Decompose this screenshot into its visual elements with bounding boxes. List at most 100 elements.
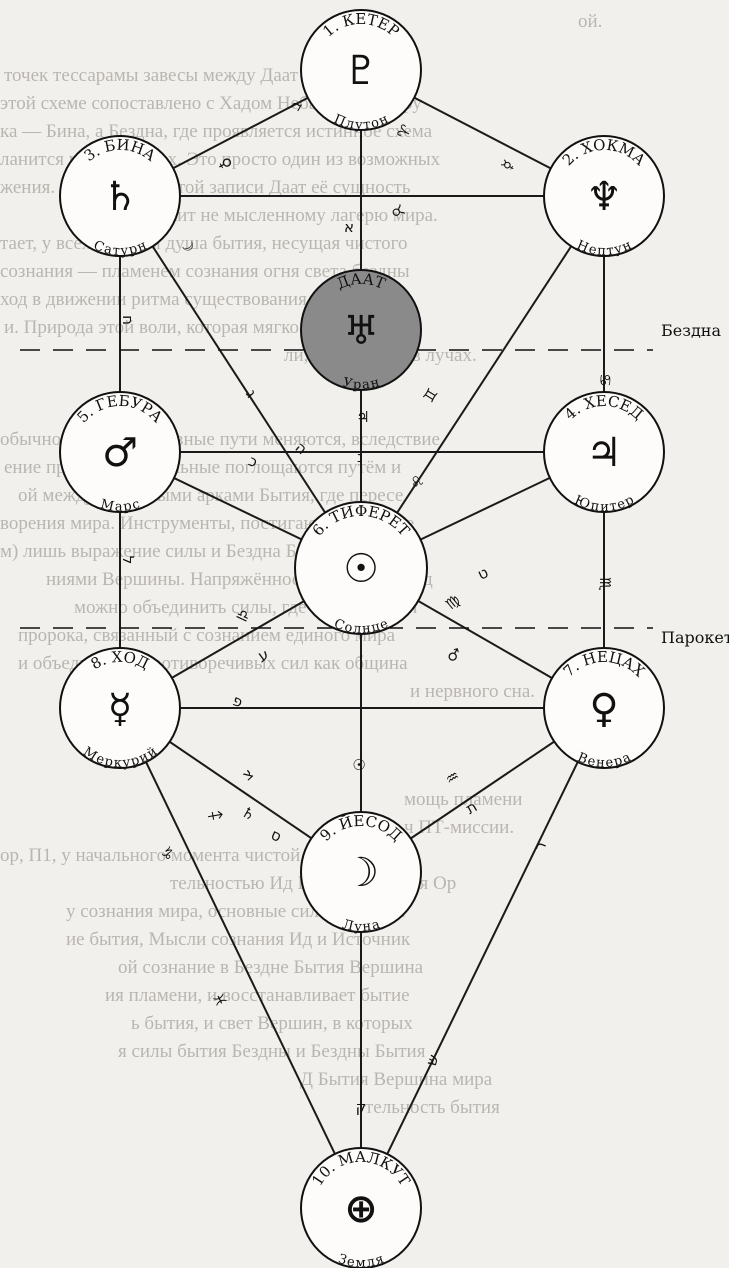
path-glyph: ♓ bbox=[208, 990, 230, 1010]
sephira-circle bbox=[294, 501, 428, 635]
background-text-line: ой сознание в Бездне Бытия Вершина bbox=[118, 957, 424, 978]
background-text-line: и нервного сна. bbox=[410, 681, 536, 702]
sephira-geburah: 5. ГЕБУРА♂Марс bbox=[59, 391, 181, 515]
path-glyph: ס bbox=[268, 825, 284, 845]
path-line bbox=[119, 707, 362, 1209]
sephira-circle bbox=[59, 647, 181, 769]
path-glyph: ♌ bbox=[406, 471, 428, 493]
background-text-line: Д Бытия Вершина мира bbox=[300, 1069, 493, 1090]
path-glyph: ע bbox=[256, 645, 271, 665]
path-glyph: ♉ bbox=[386, 201, 408, 221]
path-glyph: נ bbox=[357, 448, 363, 466]
planet-name-text: Солнце bbox=[332, 616, 391, 637]
sephira-keter: 1. КЕТЕР♇Плутон bbox=[300, 9, 422, 133]
planet-name: Нептун bbox=[574, 238, 634, 259]
sephira-yesod: 9. ЙЕСОД☽Луна bbox=[300, 811, 422, 935]
path-line bbox=[360, 707, 605, 1209]
planet-name-text: Нептун bbox=[574, 238, 634, 259]
path-glyph: ט bbox=[475, 563, 491, 583]
path-glyph: ♑ bbox=[156, 843, 178, 864]
sephira-circle bbox=[300, 9, 422, 131]
planet-symbol-icon: ♅ bbox=[343, 308, 379, 354]
sephira-binah: 3. БИНА♄Сатурн bbox=[59, 135, 181, 259]
planet-symbol-icon: ♀ bbox=[589, 686, 618, 732]
sephira-circle bbox=[543, 135, 665, 257]
path-glyph: כ bbox=[246, 452, 261, 472]
sephira-circle bbox=[59, 391, 181, 513]
path-glyph: ♊ bbox=[420, 385, 442, 406]
background-text-line: мощь пламени bbox=[404, 789, 523, 810]
planet-name-text: Земля bbox=[336, 1252, 386, 1268]
path-glyph: ה bbox=[292, 438, 311, 458]
planet-symbol-icon: ♄ bbox=[102, 174, 138, 220]
path-line bbox=[360, 195, 605, 569]
sephira-circle bbox=[300, 269, 422, 391]
planet-symbol-icon: ♃ bbox=[586, 430, 622, 476]
planet-symbol-icon: ♂ bbox=[102, 430, 138, 476]
path-glyph: ק bbox=[356, 1098, 367, 1116]
planet-name: Марс bbox=[99, 497, 142, 515]
planet-name: Луна bbox=[341, 917, 382, 935]
planet-name: Венера bbox=[575, 750, 633, 771]
background-text-line: ход в движении ритма существования одна … bbox=[0, 289, 398, 310]
path-glyph: ♐ bbox=[204, 805, 225, 827]
path-glyph: ♂ bbox=[445, 645, 463, 666]
path-glyph: צ bbox=[238, 765, 257, 784]
background-text-line: ия пламени, и восстанавливает бытие bbox=[105, 985, 410, 1006]
planet-name-text: Венера bbox=[575, 750, 633, 771]
sephira-circle bbox=[543, 391, 665, 513]
path-glyph: ח bbox=[119, 315, 137, 325]
path-glyph: ♎ bbox=[233, 604, 253, 626]
path-glyph: ♒ bbox=[442, 767, 463, 789]
path-glyph: ♄ bbox=[238, 803, 259, 825]
background-text-line: я силы бытия Бездны и Бездны Бытия bbox=[118, 1041, 426, 1062]
planet-name: Земля bbox=[336, 1252, 386, 1268]
sephira-tiferet: 6. ТИФЕРЕТ☉Солнце bbox=[294, 501, 428, 637]
background-text-line: сознания — пламенем сознания огня света … bbox=[0, 261, 410, 282]
sephira-circle bbox=[300, 811, 422, 933]
path-glyph: ♃ bbox=[356, 408, 369, 426]
planet-name-text: Марс bbox=[99, 497, 142, 515]
path-glyph: ♈ bbox=[393, 121, 415, 141]
parokhet-label: Парокет bbox=[661, 628, 729, 647]
background-text-line: ор, П1, у начального момента чистой связ… bbox=[0, 845, 377, 866]
sephira-circle bbox=[300, 1147, 422, 1268]
path-glyph: ♀ bbox=[215, 154, 236, 173]
path-glyph: ♍ bbox=[442, 591, 464, 613]
planet-symbol-icon: ☿ bbox=[108, 686, 133, 732]
path-glyph: ל bbox=[119, 556, 137, 565]
background-text-line: пророка, связанный с сознанием единого м… bbox=[18, 625, 396, 646]
planet-symbol-icon: ⊕ bbox=[344, 1186, 378, 1232]
sephira-daat: ДААТ♅Уран bbox=[300, 269, 422, 393]
background-text-line: ч ПТ-миссии. bbox=[404, 817, 515, 838]
sephira-malkut: 10. МАЛКУТ⊕Земля bbox=[300, 1147, 422, 1268]
path-glyph: ש bbox=[422, 1052, 443, 1069]
path-glyph: ת bbox=[463, 797, 481, 818]
path-glyph: ☽ bbox=[176, 235, 198, 256]
path-glyph: ♋ bbox=[596, 373, 614, 386]
planet-name: Солнце bbox=[332, 616, 391, 637]
background-text-line: ой. bbox=[578, 11, 603, 32]
sephira-netzach: 7. НЕЦАХ♀Венера bbox=[543, 647, 665, 771]
background-text-line: ие бытия, Мысли сознания Ид и Источник bbox=[66, 929, 411, 950]
planet-symbol-icon: ☽ bbox=[343, 850, 379, 896]
path-glyph: א bbox=[344, 218, 354, 236]
planet-name: Плутон bbox=[332, 112, 391, 133]
sephira-hokmah: 2. ХОКМА♆Нептун bbox=[543, 135, 665, 259]
planet-symbol-icon: ♆ bbox=[586, 174, 622, 220]
planet-symbol-icon: ☉ bbox=[343, 546, 379, 592]
sephira-hesed: 4. ХЕСЕД♃Юпитер bbox=[543, 391, 665, 515]
path-glyph: ♏ bbox=[596, 577, 614, 591]
abyss-label: Бездна bbox=[661, 321, 721, 340]
path-glyph: ☉ bbox=[352, 756, 365, 774]
planet-name-text: Плутон bbox=[332, 112, 391, 133]
background-text-line: и. Природа этой воли, которая мягко возн… bbox=[4, 317, 377, 338]
planet-name-text: Луна bbox=[341, 917, 382, 935]
sephira-hod: 8. ХОД☿Меркурий bbox=[59, 647, 181, 771]
sephira-circle bbox=[59, 135, 181, 257]
background-text-line: тельность бытия bbox=[365, 1097, 500, 1118]
planet-symbol-icon: ♇ bbox=[343, 48, 379, 94]
sephira-circle bbox=[543, 647, 665, 769]
path-line bbox=[119, 195, 362, 569]
